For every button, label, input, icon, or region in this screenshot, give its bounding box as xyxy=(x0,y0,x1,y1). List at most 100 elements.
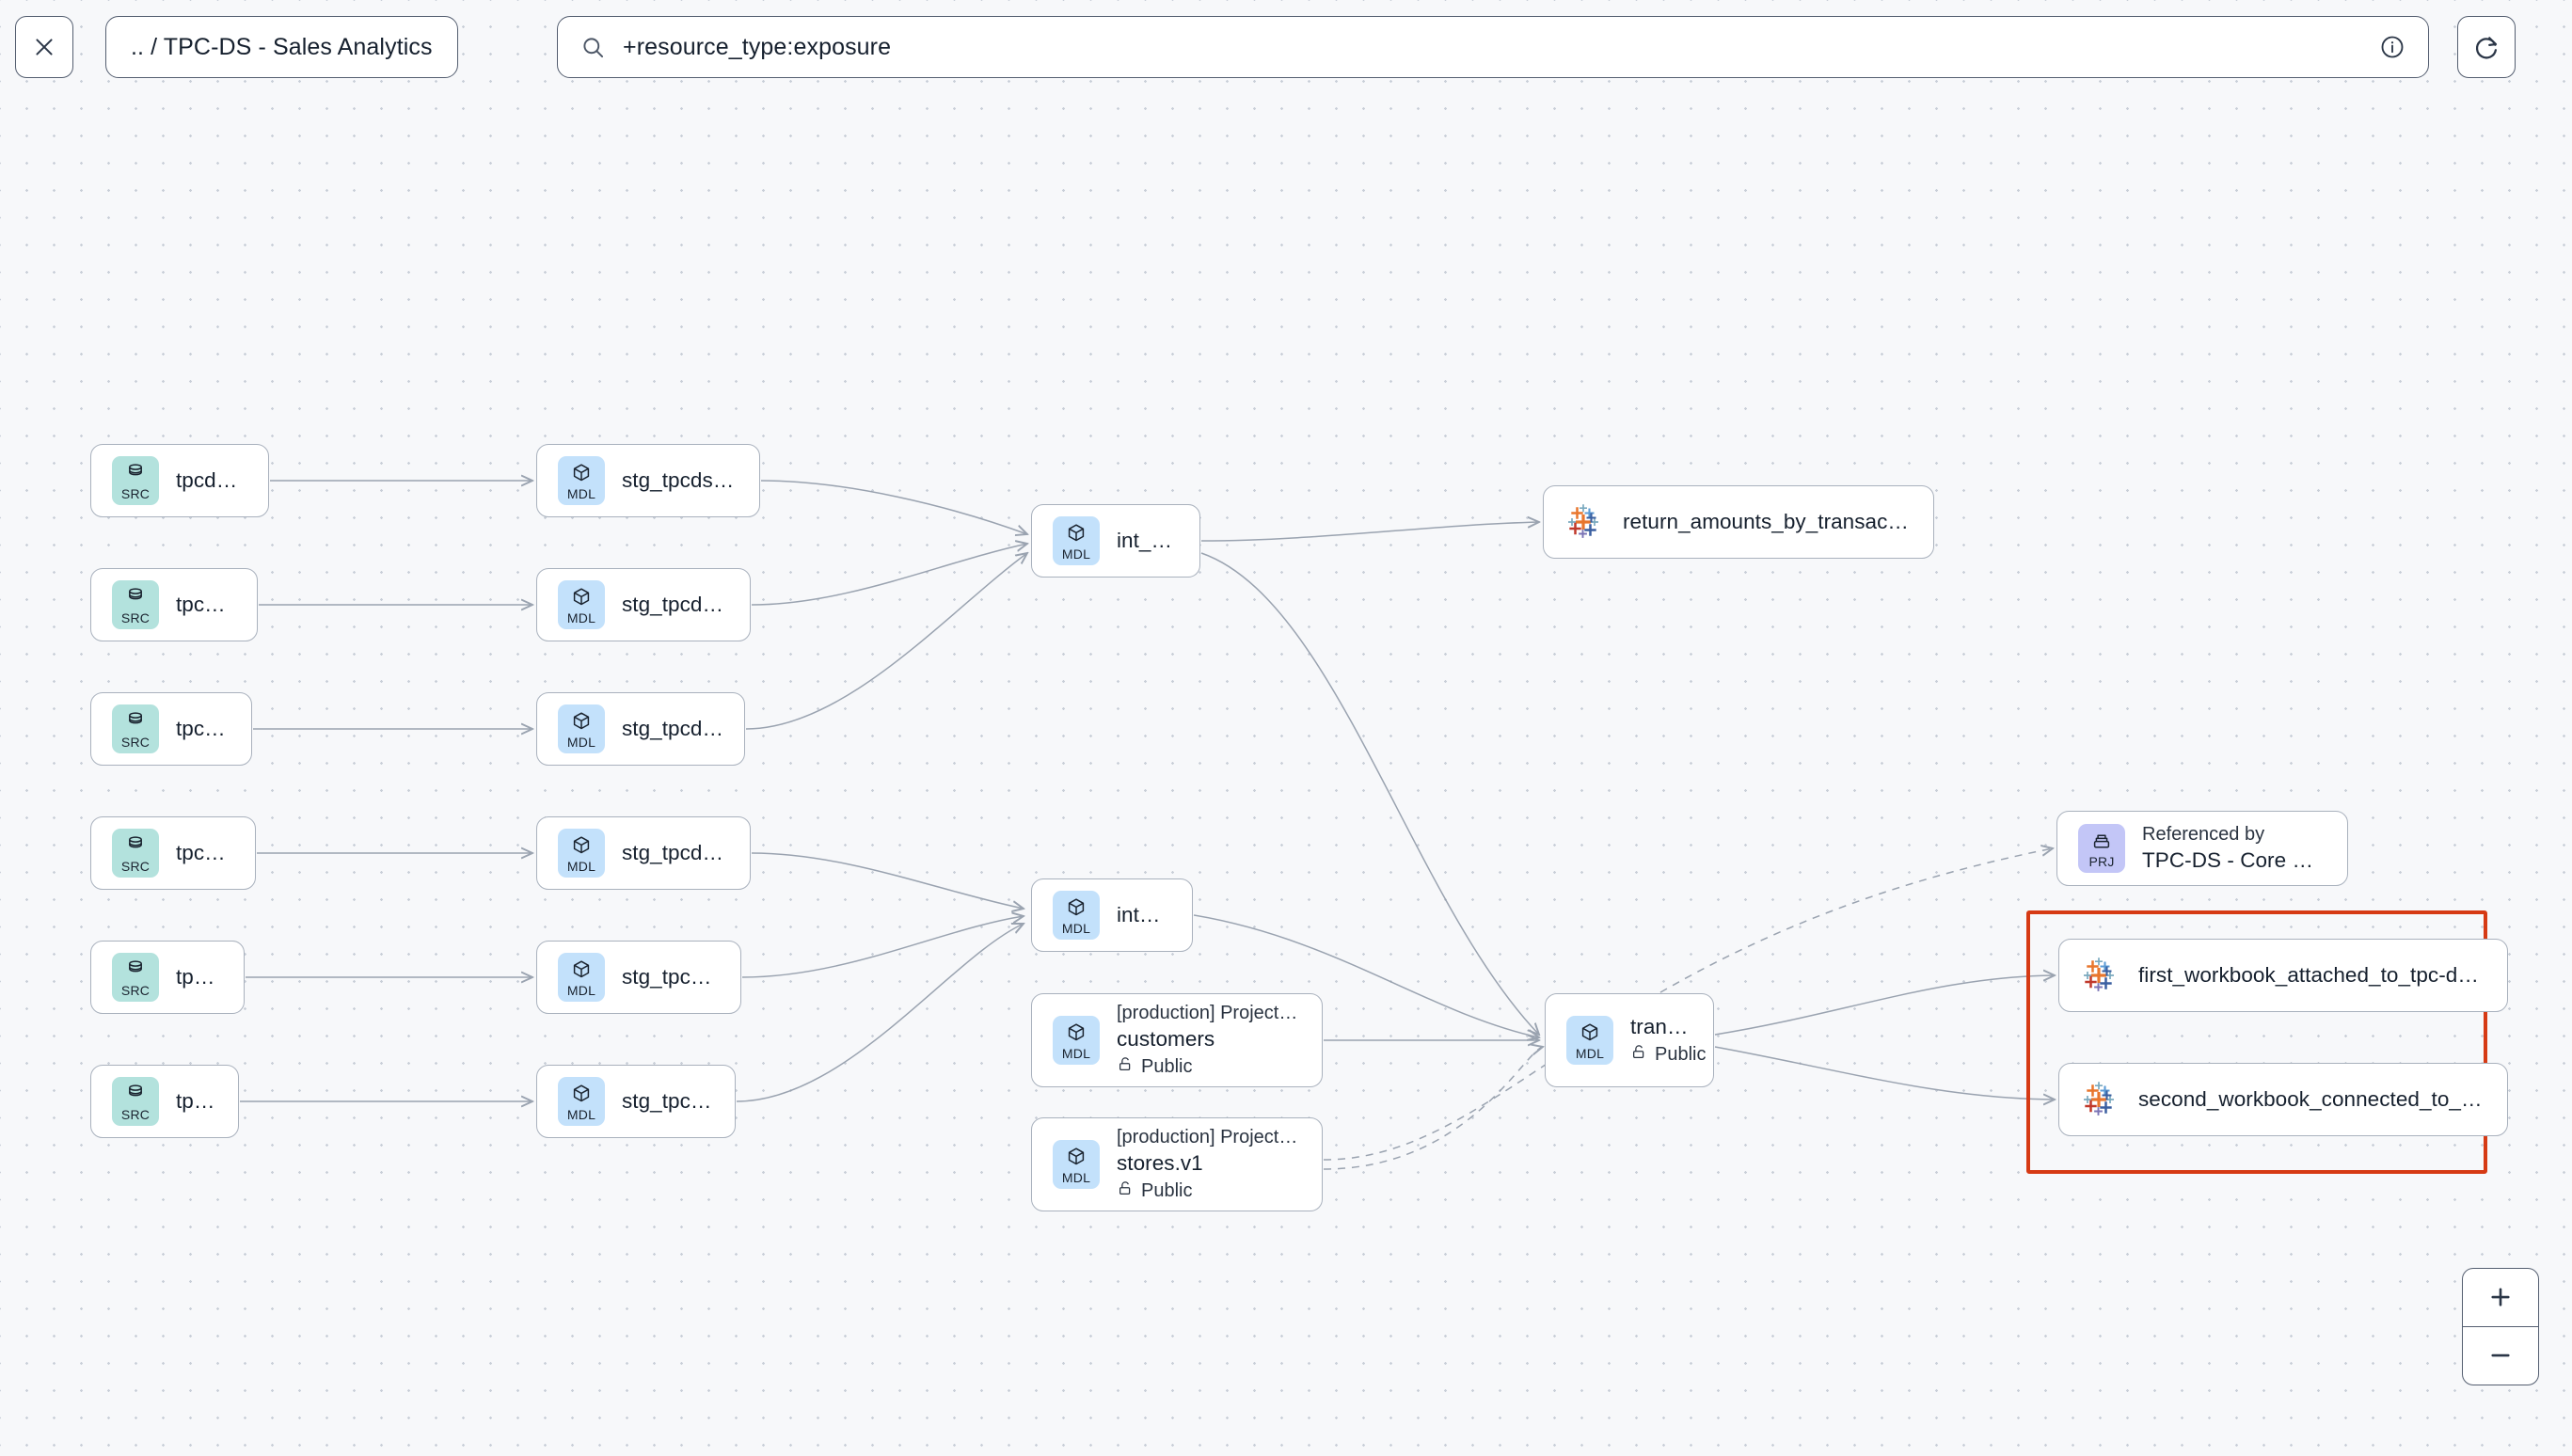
node-body: stg_tpcds_core__catalog_sales xyxy=(622,841,729,865)
node-type-badge-mdl: MDL xyxy=(558,456,605,505)
node-title: return_amounts_by_transaction_type xyxy=(1623,510,1913,533)
node-body: tpcds_core.store_sales xyxy=(176,965,223,989)
cube-icon xyxy=(1065,522,1088,545)
node-title: first_workbook_attached_to_tpc-ds_-_… xyxy=(2138,963,2486,987)
graph-node-mdl-stg-catalog-returns[interactable]: MDL stg_tpcds_core__catalog_returns xyxy=(536,444,760,517)
node-title: stores.v1 xyxy=(1117,1150,1203,1175)
graph-node-exp-second-workbook[interactable]: second_workbook_connected_to_live… xyxy=(2058,1063,2508,1136)
node-subtitle: [production] Project: TPC-DS - Core Data… xyxy=(1117,1126,1301,1147)
cube-icon xyxy=(570,1083,593,1105)
lock-open-icon xyxy=(1117,1055,1135,1079)
lock-open-icon xyxy=(1630,1043,1648,1067)
graph-node-mdl-int-returns-unioned[interactable]: MDL int_returns__unioned xyxy=(1031,504,1200,578)
node-body: tpcds_core.web_sales xyxy=(176,1089,217,1114)
node-type-badge-label: MDL xyxy=(566,609,596,625)
node-type-badge-mdl: MDL xyxy=(558,953,605,1002)
node-title: TPC-DS - Core Data Models xyxy=(2142,848,2326,872)
zoom-controls xyxy=(2462,1268,2539,1385)
node-visibility-label: Public xyxy=(1141,1055,1193,1077)
graph-node-src-web-returns[interactable]: SRC tpcds_core.web_returns xyxy=(90,692,252,766)
node-subtitle: [production] Project: TPC-DS - Core Data… xyxy=(1117,1002,1301,1023)
node-type-badge-mdl: MDL xyxy=(1053,516,1100,565)
refresh-button[interactable] xyxy=(2457,16,2516,78)
node-type-badge-mdl: MDL xyxy=(1566,1016,1613,1065)
node-title: stg_tpcds_core__store_returns xyxy=(622,593,729,616)
breadcrumb[interactable]: .. / TPC-DS - Sales Analytics xyxy=(105,16,458,78)
node-body: transactions Public xyxy=(1630,1015,1706,1067)
graph-node-src-catalog-sales[interactable]: SRC tpcds_core.catalog_sales xyxy=(90,816,256,890)
node-type-badge-src: SRC xyxy=(112,829,159,878)
node-visibility-label: Public xyxy=(1655,1043,1707,1065)
cube-icon xyxy=(570,958,593,981)
node-title: stg_tpcds_core__web_sales xyxy=(622,1089,714,1113)
search-input[interactable]: +resource_type:exposure xyxy=(623,33,892,60)
database-icon xyxy=(124,834,147,857)
node-type-badge-src: SRC xyxy=(112,704,159,753)
zoom-out-button[interactable] xyxy=(2463,1327,2538,1385)
graph-node-exp-first-workbook[interactable]: first_workbook_attached_to_tpc-ds_-_… xyxy=(2058,939,2508,1012)
node-body: return_amounts_by_transaction_type xyxy=(1623,510,1913,534)
close-button[interactable] xyxy=(15,16,73,78)
node-visibility: Public xyxy=(1117,1055,1301,1079)
search-bar[interactable]: +resource_type:exposure xyxy=(557,16,2429,78)
graph-node-mdl-stg-web-sales[interactable]: MDL stg_tpcds_core__web_sales xyxy=(536,1065,736,1138)
node-visibility: Public xyxy=(1117,1179,1301,1203)
graph-node-src-store-sales[interactable]: SRC tpcds_core.store_sales xyxy=(90,941,245,1014)
graph-node-mdl-int-sales-unioned[interactable]: MDL int_sales__unioned xyxy=(1031,878,1193,952)
node-title: stg_tpcds_core__web_returns xyxy=(622,717,723,740)
graph-node-src-store-returns[interactable]: SRC tpcds_core.store_returns xyxy=(90,568,258,641)
graph-node-src-catalog-returns[interactable]: SRC tpcds_core.catalog_returns xyxy=(90,444,269,517)
graph-node-mdl-stg-web-returns[interactable]: MDL stg_tpcds_core__web_returns xyxy=(536,692,745,766)
graph-node-exp-return-amounts[interactable]: return_amounts_by_transaction_type xyxy=(1543,485,1934,559)
node-title: tpcds_core.store_sales xyxy=(176,965,223,989)
node-body: stg_tpcds_core__web_sales xyxy=(622,1089,714,1114)
database-icon xyxy=(124,1083,147,1105)
node-type-badge-src: SRC xyxy=(112,953,159,1002)
node-body: stg_tpcds_core__catalog_returns xyxy=(622,468,738,493)
tableau-exposure-icon xyxy=(2080,1081,2118,1118)
graph-node-mdl-stg-store-sales[interactable]: MDL stg_tpcds_core__store_sales xyxy=(536,941,741,1014)
node-body: tpcds_core.store_returns xyxy=(176,593,236,617)
exposure-highlight-box xyxy=(2026,910,2487,1174)
node-type-badge-label: MDL xyxy=(1575,1045,1605,1061)
node-body: tpcds_core.web_returns xyxy=(176,717,230,741)
graph-node-src-web-sales[interactable]: SRC tpcds_core.web_sales xyxy=(90,1065,239,1138)
graph-node-mdl-transactions[interactable]: MDL transactions Public xyxy=(1545,993,1714,1087)
database-icon xyxy=(124,958,147,981)
node-title: stg_tpcds_core__catalog_sales xyxy=(622,841,729,864)
graph-canvas[interactable]: SRC tpcds_core.catalog_returns SRC tpcds… xyxy=(0,111,2572,1456)
cube-icon xyxy=(1065,896,1088,919)
breadcrumb-label: .. / TPC-DS - Sales Analytics xyxy=(131,33,433,60)
node-body: tpcds_core.catalog_returns xyxy=(176,468,247,493)
close-icon xyxy=(36,39,53,55)
cube-icon xyxy=(570,834,593,857)
node-body: int_sales__unioned xyxy=(1117,903,1171,927)
info-circle-icon[interactable] xyxy=(2379,34,2405,60)
node-title: int_returns__unioned xyxy=(1117,529,1179,552)
node-type-badge-mdl: MDL xyxy=(1053,1016,1100,1065)
node-title: tpcds_core.web_sales xyxy=(176,1089,217,1113)
minus-icon xyxy=(2491,1353,2510,1357)
node-type-badge-label: SRC xyxy=(120,485,151,501)
node-title: second_workbook_connected_to_live… xyxy=(2138,1087,2486,1111)
node-type-badge-prj: PRJ xyxy=(2078,824,2125,873)
database-icon xyxy=(124,462,147,484)
graph-node-mdl-stores-v1[interactable]: MDL [production] Project: TPC-DS - Core … xyxy=(1031,1117,1323,1211)
node-body: first_workbook_attached_to_tpc-ds_-_… xyxy=(2138,963,2486,988)
search-icon xyxy=(580,35,606,60)
node-title: stg_tpcds_core__store_sales xyxy=(622,965,720,989)
node-title: int_sales__unioned xyxy=(1117,903,1171,926)
refresh-icon xyxy=(2475,37,2498,59)
node-type-badge-label: MDL xyxy=(1061,920,1091,936)
graph-node-mdl-stg-catalog-sales[interactable]: MDL stg_tpcds_core__catalog_sales xyxy=(536,816,751,890)
node-title: customers xyxy=(1117,1026,1215,1051)
graph-node-mdl-customers[interactable]: MDL [production] Project: TPC-DS - Core … xyxy=(1031,993,1323,1087)
zoom-in-button[interactable] xyxy=(2463,1269,2538,1327)
node-title: tpcds_core.catalog_returns xyxy=(176,468,247,492)
node-title: stg_tpcds_core__catalog_returns xyxy=(622,468,738,492)
node-type-badge-label: PRJ xyxy=(2088,853,2115,869)
node-type-badge-label: MDL xyxy=(566,982,596,998)
graph-node-mdl-stg-store-returns[interactable]: MDL stg_tpcds_core__store_returns xyxy=(536,568,751,641)
